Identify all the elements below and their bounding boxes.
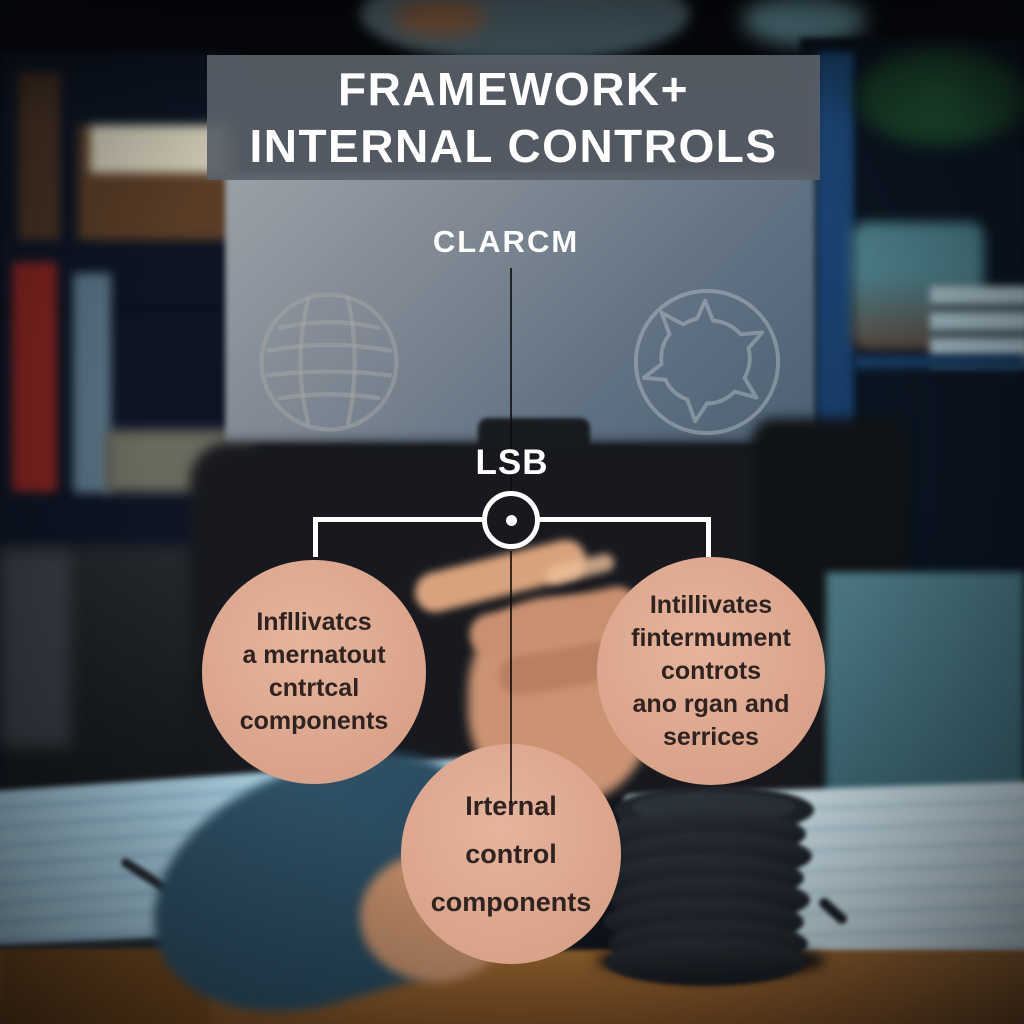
connector-vertical-bottom (510, 551, 512, 803)
plant-leaves (856, 48, 1024, 146)
hub-node-dot (506, 515, 517, 526)
connector-drop-left (313, 517, 318, 557)
disc-stack (600, 786, 814, 986)
book-stack-right (930, 286, 1024, 366)
bubble-left-line: a mernatout (242, 641, 386, 669)
file-paper (90, 125, 226, 173)
book-spine-brown (18, 72, 60, 240)
gear-icon (633, 288, 781, 436)
title-line-1: FRAMEWORK+ (337, 62, 690, 115)
hub-node-circle (482, 491, 540, 549)
sofa-left-highlight (0, 552, 70, 747)
disc (606, 938, 806, 986)
bubble-bottom-line: components (430, 887, 592, 917)
globe-icon (259, 292, 399, 432)
bubble-right: Intillivates fintermument controts ano r… (597, 557, 825, 785)
title-banner: FRAMEWORK+ INTERNAL CONTROLS (207, 55, 820, 180)
bubble-bottom-line: control (465, 839, 557, 869)
connector-horizontal-left (313, 517, 485, 522)
bubble-right-line: fintermument (631, 623, 791, 652)
bubble-right-line: controts (661, 656, 761, 685)
connector-drop-right (706, 517, 711, 557)
title-line-2: INTERNAL CONTROLS (249, 119, 778, 172)
bubble-left-line: components (239, 707, 389, 735)
bubble-right-line: serrices (663, 722, 759, 751)
connector-horizontal-right (539, 517, 711, 522)
shelf-edge-right (854, 355, 1024, 369)
bubble-right-line: ano rgan and (632, 689, 790, 718)
bubble-right-line: Intillivates (649, 590, 773, 619)
bubble-left-line: Infllivatcs (256, 608, 372, 636)
bubble-left: Infllivatcs a mernatout cntrtcal compone… (202, 560, 426, 784)
chair-seat-right (826, 572, 1024, 800)
bubble-left-line: cntrtcal (268, 674, 360, 702)
subtitle-label: CLARCM (432, 224, 580, 259)
node-label: LSB (475, 443, 549, 482)
book-spine-red (12, 262, 57, 492)
